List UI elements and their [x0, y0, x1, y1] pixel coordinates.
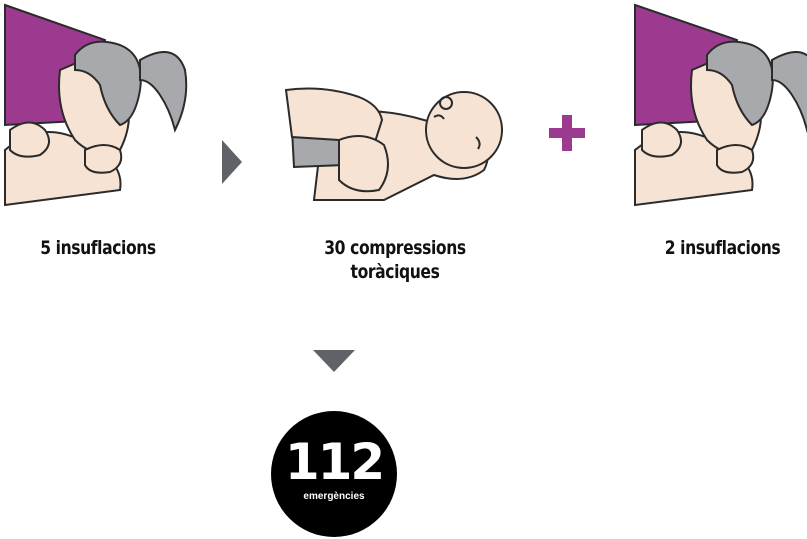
emergency-subtitle: emergències: [271, 491, 397, 503]
rescue-breath-illustration-2: [632, 0, 807, 215]
step-2-label: 30 compressions toràciques: [321, 236, 469, 284]
step-2-label-line1: 30 compressions: [321, 236, 469, 260]
emergency-112-badge: 112 emergències: [271, 411, 397, 537]
plus-icon: [549, 115, 585, 151]
step-2-label-line2: toràciques: [321, 260, 469, 284]
arrow-right-icon: [222, 140, 242, 184]
step-1-label: 5 insuflacions: [32, 236, 163, 260]
step-3-label: 2 insuflacions: [655, 236, 790, 260]
emergency-number: 112: [271, 437, 397, 487]
arrow-down-icon: [313, 350, 355, 372]
rescue-breath-illustration-1: [0, 0, 200, 215]
infant-chest-compression-illustration: [284, 75, 504, 205]
